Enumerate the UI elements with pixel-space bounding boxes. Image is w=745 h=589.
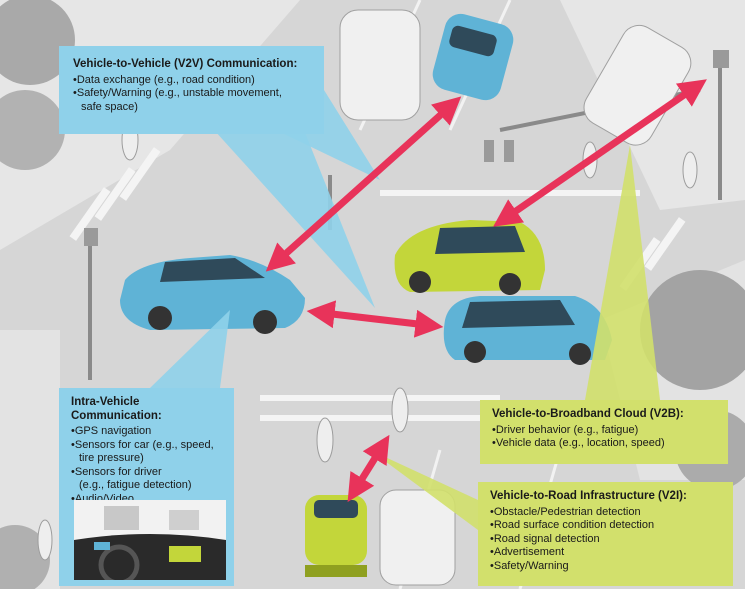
v2v-item: •Safety/Warning (e.g., unstable movement…	[73, 87, 282, 99]
v2i-item: •Advertisement	[490, 546, 565, 558]
tree	[0, 0, 75, 85]
intra-item: •Sensors for car (e.g., speed,	[71, 438, 214, 451]
car-interior-image	[74, 500, 226, 580]
v2i-item: •Road signal detection	[490, 532, 600, 545]
v2i-item: •Road surface condition detection	[490, 519, 655, 531]
v2b-arrow	[493, 79, 707, 227]
v2v-item: •Data exchange (e.g., road condition)	[73, 73, 255, 86]
v2b-item: •Driver behavior (e.g., fatigue)	[492, 423, 639, 436]
intra-item: (e.g., fatigue detection)	[79, 479, 192, 491]
intra-item: tire pressure)	[79, 452, 144, 464]
traffic-signal	[84, 228, 98, 246]
v2i-callout: Vehicle-to-Road Infrastructure (V2I): •O…	[478, 482, 733, 586]
v2i-pointer	[370, 450, 478, 530]
intra-pointer	[150, 310, 230, 388]
v2v-callout: Vehicle-to-Vehicle (V2V) Communication: …	[59, 46, 324, 134]
v2b-item: •Vehicle data (e.g., location, speed)	[492, 437, 665, 449]
v2i-title: Vehicle-to-Road Infrastructure (V2I):	[490, 490, 687, 502]
communication-arrows	[265, 79, 707, 503]
v2v-arrow-middle	[306, 300, 444, 338]
intra-title: Intra-Vehicle Communication:	[71, 396, 162, 422]
v2b-callout: Vehicle-to-Broadband Cloud (V2B): •Drive…	[480, 400, 728, 464]
tree	[0, 525, 50, 589]
traffic-signal	[713, 50, 729, 68]
tree	[640, 270, 745, 390]
v2i-item: •Safety/Warning	[490, 559, 569, 572]
v2v-title: Vehicle-to-Vehicle (V2V) Communication:	[73, 58, 298, 70]
v2i-item: •Obstacle/Pedestrian detection	[490, 505, 641, 518]
car-blue-left	[120, 255, 305, 334]
car-green-bottom	[305, 495, 367, 577]
tree	[0, 90, 65, 170]
v2v-item: safe space)	[81, 100, 138, 113]
v2v-arrow-top	[265, 96, 462, 272]
v2b-title: Vehicle-to-Broadband Cloud (V2B):	[492, 408, 684, 420]
car-blue-top	[432, 13, 514, 101]
intra-item: •GPS navigation	[71, 425, 152, 437]
car-blue-right	[443, 296, 612, 365]
traffic-signal	[484, 140, 494, 162]
v2i-arrow	[347, 434, 390, 503]
v2b-pointer	[585, 145, 660, 400]
traffic-signal	[504, 140, 514, 162]
intra-item: •Sensors for driver	[71, 465, 162, 478]
